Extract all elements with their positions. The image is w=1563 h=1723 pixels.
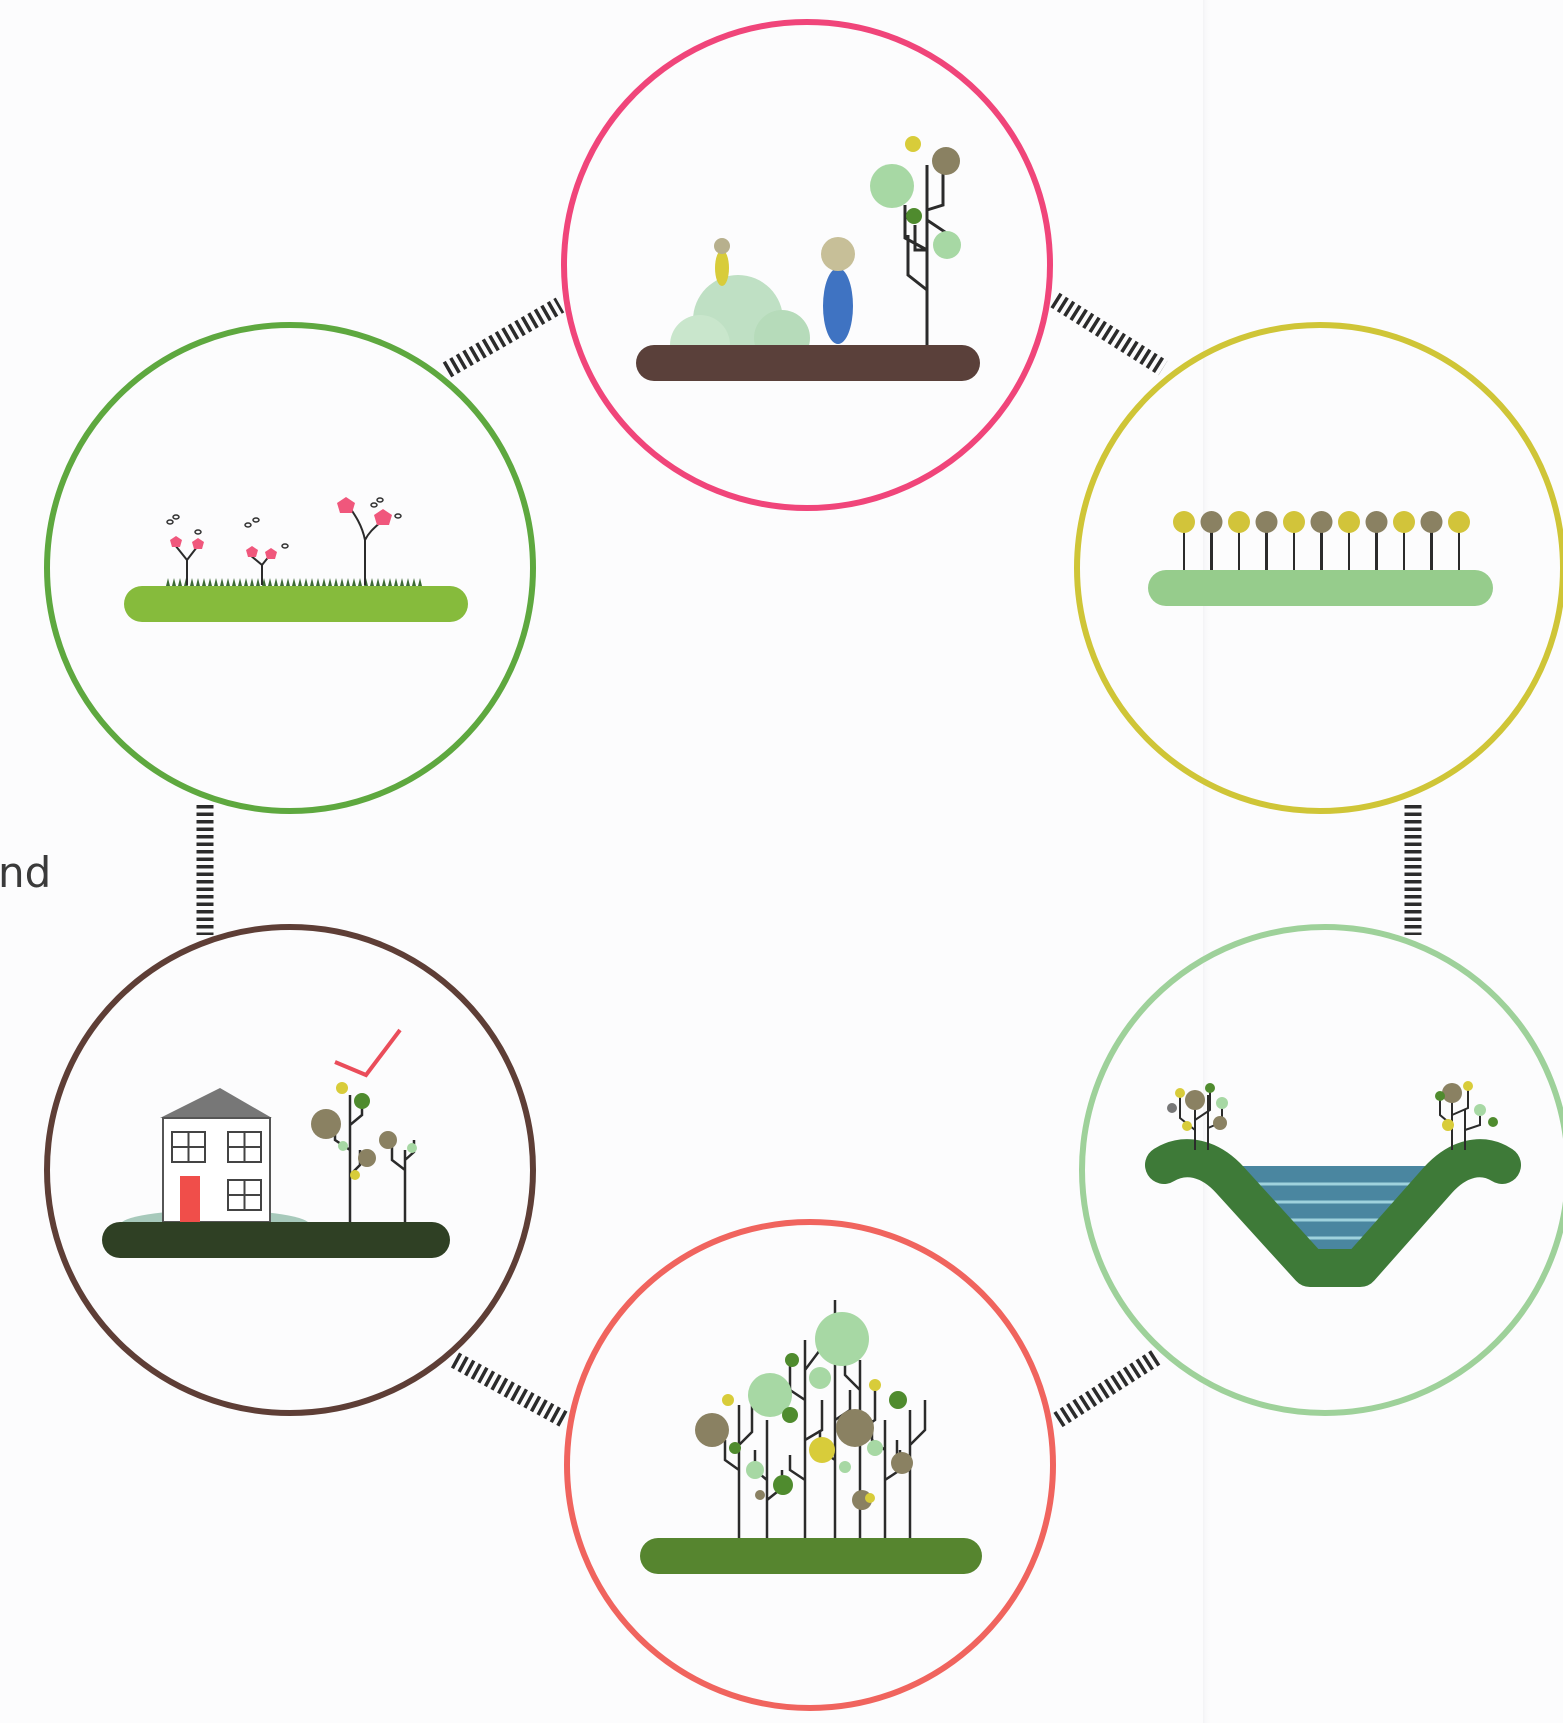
connector-bottom-right xyxy=(1053,1348,1163,1428)
tree-crown xyxy=(1173,511,1195,533)
tree-crown xyxy=(1283,511,1305,533)
soil-plants-icon xyxy=(636,136,980,381)
tree-crown xyxy=(1310,511,1333,533)
ring-bottom xyxy=(564,1219,1056,1711)
connector-top-left xyxy=(442,297,565,378)
tree-crown xyxy=(1255,511,1278,533)
tree-crown xyxy=(1200,511,1223,533)
tree-crown xyxy=(1420,511,1443,533)
connector-top-right xyxy=(1050,292,1168,376)
forest-icon xyxy=(640,1300,982,1574)
ring-left-upper xyxy=(44,322,536,814)
tree-crown xyxy=(1338,511,1360,533)
water-ditch-icon xyxy=(1145,1081,1521,1287)
grass-flowers-icon xyxy=(124,497,468,622)
house-with-trees-icon xyxy=(102,1028,450,1258)
tree-crown xyxy=(1448,511,1470,533)
ring-right-lower xyxy=(1079,924,1563,1416)
tree-crown xyxy=(1393,511,1415,533)
ring-top xyxy=(561,19,1053,511)
tree-crown xyxy=(1228,511,1250,533)
connector-bottom-left xyxy=(450,1352,570,1428)
ring-left-lower xyxy=(44,924,536,1416)
connectors xyxy=(196,292,1422,1428)
tree-row-icon xyxy=(1148,511,1493,606)
cropped-text: nd xyxy=(0,848,52,897)
ring-right-upper xyxy=(1074,322,1563,814)
tree-crown xyxy=(1365,511,1388,533)
